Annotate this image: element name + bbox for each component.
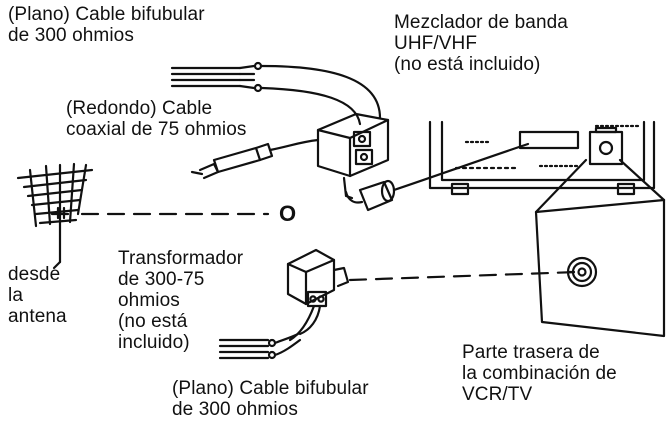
coax-cable-label: (Redondo) Cable coaxial de 75 ohmios xyxy=(66,98,247,140)
transformer-icon xyxy=(286,248,350,342)
dashed-link-transformer xyxy=(348,270,580,282)
mixer-icon xyxy=(316,112,390,200)
antenna-label: desde la antena xyxy=(8,264,67,327)
flat-cable-top-label: (Plano) Cable bifubular de 300 ohmios xyxy=(8,4,205,46)
tv-rear-icon xyxy=(428,120,656,196)
flat-cable-top-icon xyxy=(170,61,382,126)
mixer-output-plug-icon xyxy=(344,142,530,212)
rear-panel-zoom-icon xyxy=(534,198,666,338)
or-label: O xyxy=(279,201,297,226)
antenna-icon xyxy=(16,162,94,270)
flat-cable-bottom-label: (Plano) Cable bifubular de 300 ohmios xyxy=(172,378,369,420)
transformer-label: Transformador de 300-75 ohmios (no está … xyxy=(118,248,244,353)
flat-cable-bottom-icon xyxy=(218,332,302,360)
coax-cable-icon xyxy=(190,138,320,180)
mixer-label: Mezclador de banda UHF/VHF (no está incl… xyxy=(394,12,568,75)
rear-panel-label: Parte trasera de la combinación de VCR/T… xyxy=(462,342,617,405)
